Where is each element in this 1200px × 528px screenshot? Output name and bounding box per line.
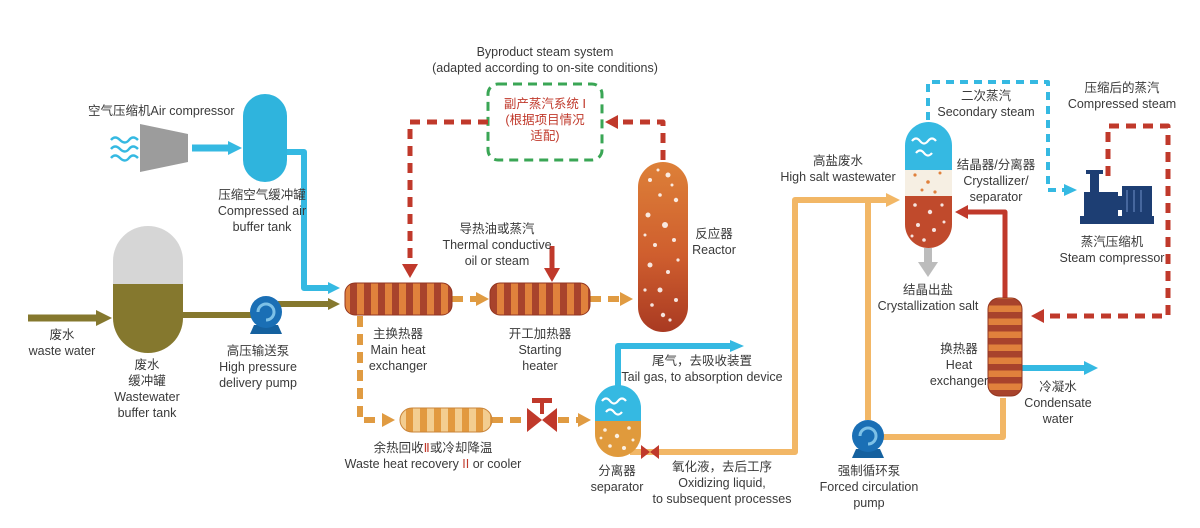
label-crystallizer: 结晶器/分离器 Crystallizer/ separator (956, 158, 1036, 204)
label-condensate-water: 冷凝水 Condensate water (1024, 380, 1092, 426)
heat-exchanger-icon (987, 297, 1023, 397)
secondary-steam-dashed-pipe (926, 80, 1064, 192)
salt-water-pipes (630, 197, 1006, 455)
label-starting-heater: 开工加热器 Starting heater (508, 327, 572, 373)
label-high-pressure-pump: 高压输送泵 High pressure delivery pump (219, 344, 297, 390)
air-waves-icon (110, 136, 139, 162)
wastewater-arrowheads (96, 298, 340, 326)
red-dashed-steam-pipes (407, 119, 1171, 319)
salt-out-arrow (918, 248, 938, 277)
separator-icon (595, 385, 641, 457)
label-heat-exchanger: 换热器 Heat exchanger (929, 342, 989, 388)
high-pressure-pump-icon (250, 296, 282, 334)
label-byproduct-box: 副产蒸汽系统 Ⅰ (根据项目情况 适配) (503, 97, 587, 143)
label-oxidizing-liquid: 氧化液，去后工序 Oxidizing liquid, to subsequent… (652, 460, 792, 506)
starting-heater-icon (489, 282, 591, 316)
cyan-pipes (192, 144, 1084, 388)
label-wastewater-buffer-tank: 废水 缓冲罐 Wastewater buffer tank (114, 358, 180, 420)
reactor-icon (638, 162, 688, 332)
main-heat-exchanger-icon (344, 282, 453, 316)
label-crystallization-salt: 结晶出盐 Crystallization salt (877, 283, 979, 313)
label-compressed-steam: 压缩后的蒸汽 Compressed steam (1067, 81, 1177, 111)
air-compressor-icon (110, 124, 188, 172)
wastewater-pipes (28, 301, 330, 322)
label-waste-water-in: 废水 waste water (28, 328, 96, 358)
secondary-steam-arrowhead (1064, 184, 1077, 196)
waste-heat-recovery-icon (399, 407, 493, 433)
label-forced-circulation-pump: 强制循环泵 Forced circulation pump (819, 464, 919, 510)
label-air-compressor: 空气压缩机Air compressor (88, 104, 235, 118)
label-byproduct-title: Byproduct steam system (adapted accordin… (432, 45, 658, 75)
red-steam-pipes (549, 209, 1008, 300)
cyan-arrowheads (228, 141, 1098, 375)
red-steam-arrowheads (544, 205, 968, 282)
label-steam-compressor: 蒸汽压缩机 Steam compressor (1059, 235, 1165, 265)
compressed-air-buffer-tank-icon (243, 94, 287, 182)
main-flow-dashed-pipes (357, 296, 620, 423)
wastewater-buffer-tank-icon (113, 226, 183, 353)
small-valve-icon (641, 445, 659, 459)
high-salt-arrowhead (886, 193, 900, 207)
label-main-heat-exchanger: 主换热器 Main heat exchanger (368, 327, 428, 373)
main-flow-arrowheads (382, 292, 633, 427)
label-compressed-air-tank: 压缩空气缓冲罐 Compressed air buffer tank (217, 188, 307, 234)
red-dashed-arrowheads (402, 115, 1044, 323)
label-waste-heat-recovery: 余热回收Ⅱ或冷却降温 Waste heat recovery II or coo… (344, 441, 522, 471)
label-high-salt-wastewater: 高盐废水 High salt wastewater (780, 154, 896, 184)
steam-compressor-icon (1080, 170, 1154, 224)
label-thermal-oil: 导热油或蒸汽 Thermal conductive oil or steam (442, 222, 552, 268)
valve-icon (527, 398, 557, 432)
label-reactor: 反应器 Reactor (692, 227, 736, 257)
label-tail-gas: 尾气，去吸收装置 Tail gas, to absorption device (621, 354, 783, 384)
forced-circulation-pump-icon (852, 420, 884, 458)
crystallizer-icon (905, 122, 952, 248)
label-secondary-steam: 二次蒸汽 Secondary steam (937, 89, 1035, 119)
label-separator: 分离器 separator (590, 464, 644, 494)
